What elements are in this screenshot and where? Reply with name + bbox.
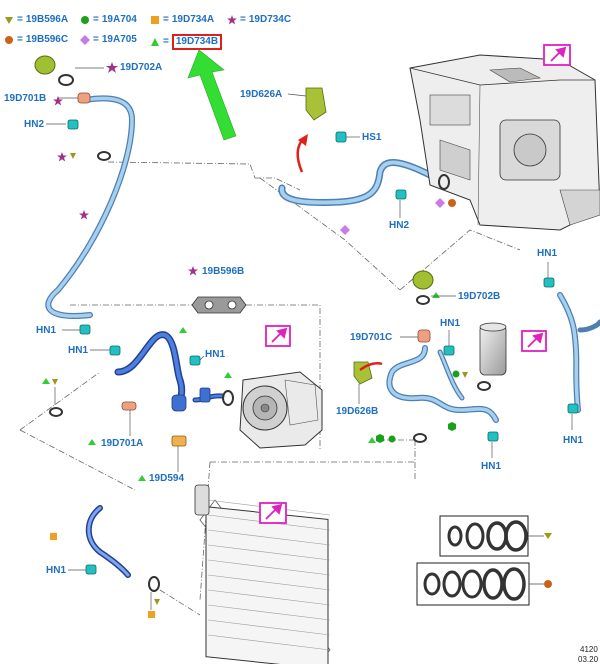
red-arrows — [296, 134, 383, 372]
label-19d701a: 19D701A — [101, 438, 144, 449]
compressor-drawing — [239, 371, 323, 449]
label-19d701b: 19D701B — [4, 93, 47, 104]
label-hn1-f: HN1 — [46, 565, 67, 576]
legend-item-19d734c: = 19D734C — [227, 14, 291, 26]
legend-code-highlighted: 19D734B — [171, 34, 223, 50]
legend-item-19a705: = 19A705 — [80, 34, 137, 46]
label-19d702a-top: 19D702A — [120, 62, 163, 73]
legend-code: 19A705 — [101, 34, 137, 45]
small-components — [34, 55, 579, 592]
label-19b596b: 19B596B — [202, 266, 245, 277]
legend-item-19a704: = 19A704 — [80, 14, 137, 26]
magenta-callout-arrows — [265, 46, 567, 520]
circle-icon — [81, 16, 89, 24]
label-19d702b: 19D702B — [458, 291, 501, 302]
hvac-module-drawing — [409, 54, 600, 231]
legend-eq: = — [163, 36, 169, 47]
legend-code: 19A704 — [101, 14, 137, 25]
receiver-drier-drawing — [479, 322, 507, 376]
label-19d594: 19D594 — [149, 473, 185, 484]
label-hn1-a: HN1 — [36, 325, 57, 336]
label-19d626b: 19D626B — [336, 406, 379, 417]
diamond-icon — [80, 35, 90, 45]
label-hn1-right1: HN1 — [537, 248, 558, 259]
seal-kit-box-2 — [416, 562, 530, 606]
triangle-down-icon — [5, 17, 13, 24]
leader-lines — [46, 67, 573, 610]
legend-eq: = — [93, 14, 99, 25]
legend-eq: = — [17, 14, 23, 25]
label-hn2-top: HN2 — [24, 119, 45, 130]
legend-eq: = — [93, 34, 99, 45]
label-hn1-b: HN1 — [68, 345, 89, 356]
label-hn1-e: HN1 — [481, 461, 502, 472]
hose-far-right — [557, 292, 600, 413]
label-hn1-c: HN1 — [205, 349, 226, 360]
label-hs1: HS1 — [362, 132, 382, 143]
legend-code: 19B596A — [25, 14, 69, 25]
hose-top-center — [278, 159, 434, 206]
hose-right-middle — [386, 345, 499, 423]
triangle-up-icon — [151, 38, 159, 46]
green-arrow — [187, 49, 237, 141]
legend-eq: = — [163, 14, 169, 25]
seal-kit-box-1 — [439, 515, 529, 557]
label-hn1-right2: HN1 — [563, 435, 584, 446]
legend-item-19b596a: = 19B596A — [4, 14, 68, 26]
legend-code: 19B596C — [25, 34, 69, 45]
legend-code: 19D734A — [171, 14, 215, 25]
symbol-markers — [42, 62, 552, 618]
gasket-19b596b — [191, 296, 247, 314]
legend-item-19b596c: = 19B596C — [4, 34, 68, 46]
label-hn2-mid: HN2 — [389, 220, 410, 231]
label-hn1-d: HN1 — [440, 318, 461, 329]
footer-date: 03.20 — [578, 655, 599, 664]
circle-icon — [5, 36, 13, 44]
legend-eq: = — [240, 14, 246, 25]
legend-code: 19D734C — [248, 14, 292, 25]
label-19d626a: 19D626A — [240, 89, 283, 100]
legend-item-19d734a: = 19D734A — [150, 14, 214, 26]
footer-code: 4120 — [580, 645, 598, 654]
star-icon — [227, 15, 237, 25]
suction-hose-left — [45, 95, 136, 319]
square-icon — [151, 16, 159, 24]
hose-lower-left — [85, 505, 131, 578]
label-19d701c: 19D701C — [350, 332, 393, 343]
legend-item-19d734b: = 19D734B — [150, 34, 223, 50]
legend-eq: = — [17, 34, 23, 45]
